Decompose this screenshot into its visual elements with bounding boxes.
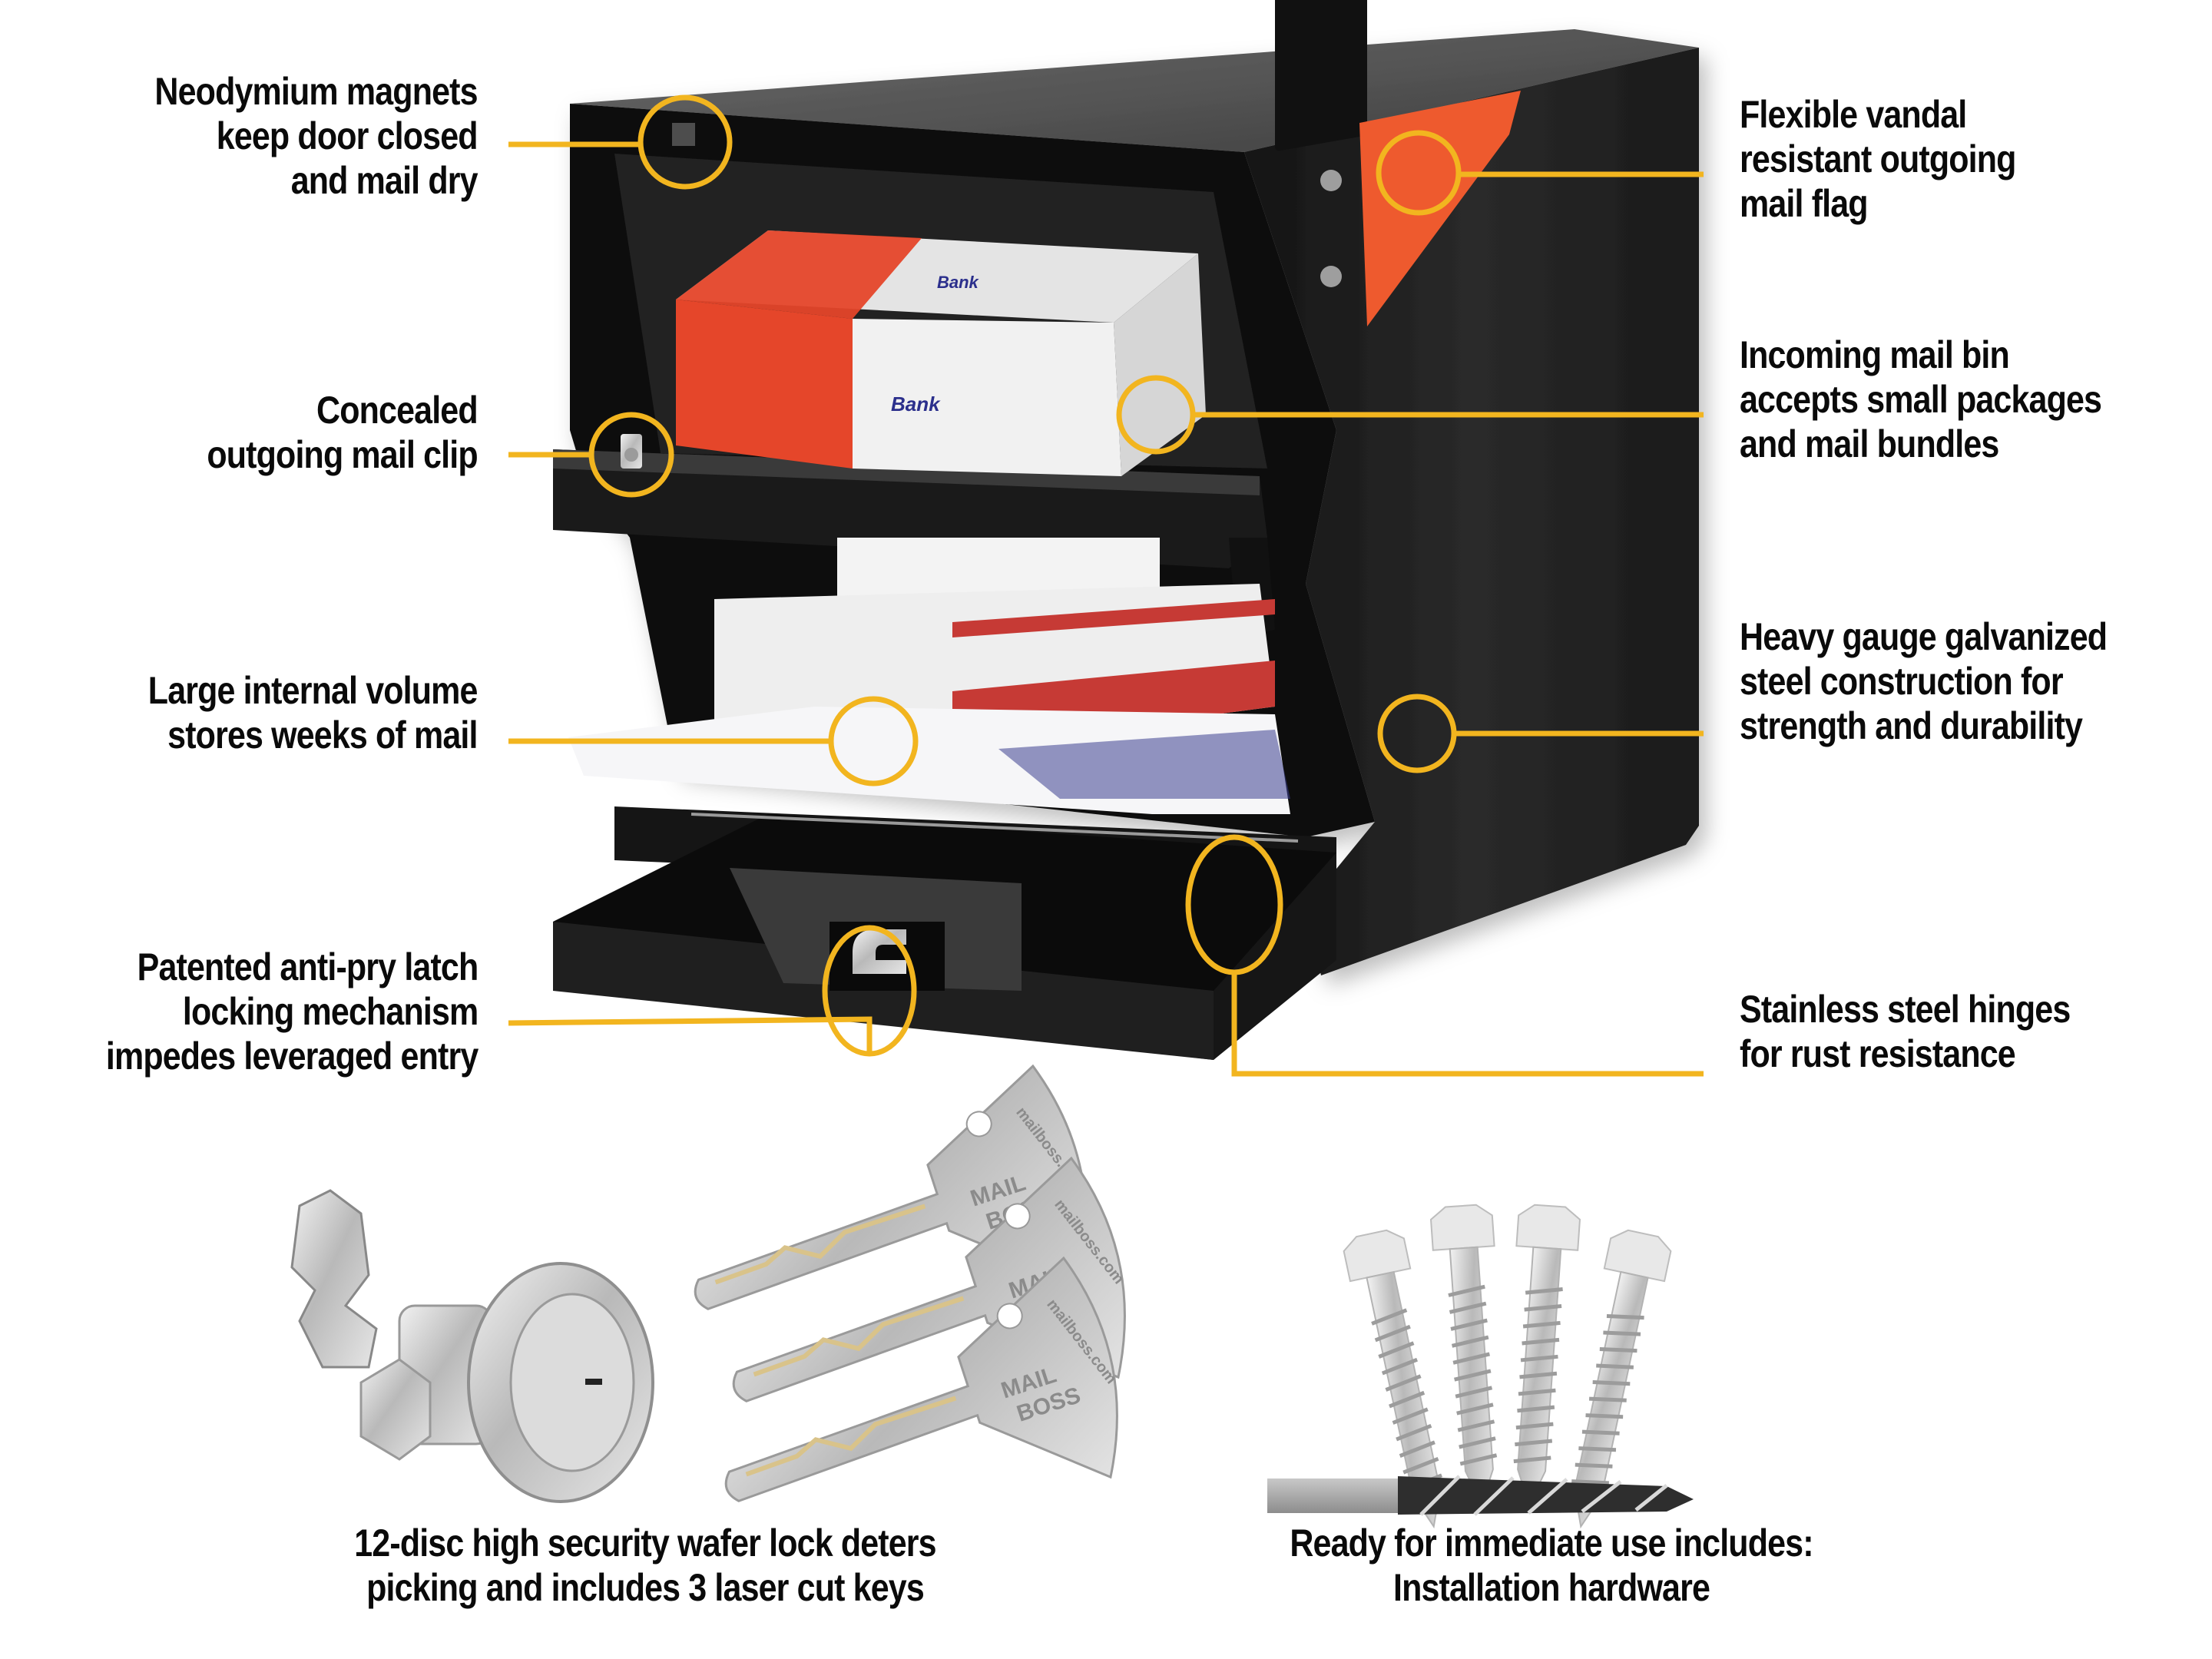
label-line: stores weeks of mail: [167, 714, 478, 757]
lag-screw: [1513, 1204, 1581, 1507]
label-line: Heavy gauge galvanized: [1740, 615, 2108, 658]
label-line: outgoing mail clip: [207, 433, 478, 476]
drill-bit: [1267, 1475, 1694, 1516]
callout-label-clip: Concealed outgoing mail clip: [207, 388, 478, 477]
label-line: mail flag: [1740, 182, 1869, 225]
label-line: Stainless steel hinges: [1740, 988, 2071, 1031]
label-line: and mail bundles: [1740, 422, 1999, 465]
flag-bolt-icon: [1320, 170, 1342, 191]
package-label-top: Bank: [937, 273, 980, 292]
incoming-packages: [568, 538, 1290, 814]
label-line: keep door closed: [217, 114, 478, 157]
callout-label-magnets: Neodymium magnets keep door closed and m…: [155, 69, 478, 203]
lag-screw: [1429, 1204, 1498, 1507]
callout-label-volume: Large internal volume stores weeks of ma…: [148, 668, 478, 757]
callout-line-latch: [508, 1016, 873, 1054]
callout-label-steel: Heavy gauge galvanized steel constructio…: [1740, 614, 2108, 748]
label-line: Large internal volume: [148, 669, 478, 712]
label-line: locking mechanism: [182, 990, 478, 1033]
label-line: steel construction for: [1740, 660, 2064, 703]
label-line: accepts small packages: [1740, 378, 2102, 421]
label-line: Concealed: [316, 389, 478, 432]
callout-label-bin: Incoming mail bin accepts small packages…: [1740, 333, 2102, 466]
package-label-front: Bank: [891, 392, 941, 416]
lag-screw: [1571, 1229, 1672, 1529]
caption-lock-keys: 12-disc high security wafer lock deters …: [275, 1521, 1015, 1610]
package-bank: Bank Bank: [676, 230, 1206, 476]
flag-bolt-icon: [1320, 266, 1342, 287]
hinge: [690, 813, 1299, 843]
callout-label-hinges: Stainless steel hinges for rust resistan…: [1740, 987, 2071, 1076]
label-line: for rust resistance: [1740, 1032, 2016, 1075]
caption-hardware: Ready for immediate use includes: Instal…: [1247, 1521, 1855, 1610]
lock-cylinder: [290, 1189, 654, 1503]
mailbox-side-panel: [1244, 48, 1699, 975]
caption-line: Ready for immediate use includes:: [1290, 1522, 1813, 1565]
caption-line: 12-disc high security wafer lock deters: [354, 1522, 936, 1565]
label-line: resistant outgoing: [1740, 137, 2016, 180]
callout-markers: [508, 94, 1704, 1077]
callout-label-flag: Flexible vandal resistant outgoing mail …: [1740, 92, 2016, 226]
label-line: strength and durability: [1740, 704, 2083, 747]
label-line: Patented anti-pry latch: [137, 945, 478, 988]
mailbox-top-panel: [570, 29, 1699, 152]
lag-screw: [1343, 1229, 1443, 1529]
clip-screw-icon: [624, 448, 638, 462]
label-line: Neodymium magnets: [154, 70, 478, 113]
callout-label-latch: Patented anti-pry latch locking mechanis…: [105, 945, 478, 1078]
key-set: MAILBOSSmailboss.comMAILBOSSmailboss.com…: [694, 1064, 1128, 1502]
magnet: [672, 123, 695, 146]
screw-set: [1343, 1204, 1672, 1529]
callout-line-hinges: [1231, 972, 1704, 1077]
label-line: Flexible vandal: [1740, 93, 1967, 136]
label-line: and mail dry: [291, 159, 478, 202]
caption-line: picking and includes 3 laser cut keys: [366, 1566, 925, 1609]
keyhole-icon: [585, 1379, 602, 1385]
label-line: impedes leveraged entry: [105, 1035, 478, 1078]
label-line: Incoming mail bin: [1740, 333, 2010, 376]
caption-line: Installation hardware: [1392, 1566, 1710, 1609]
